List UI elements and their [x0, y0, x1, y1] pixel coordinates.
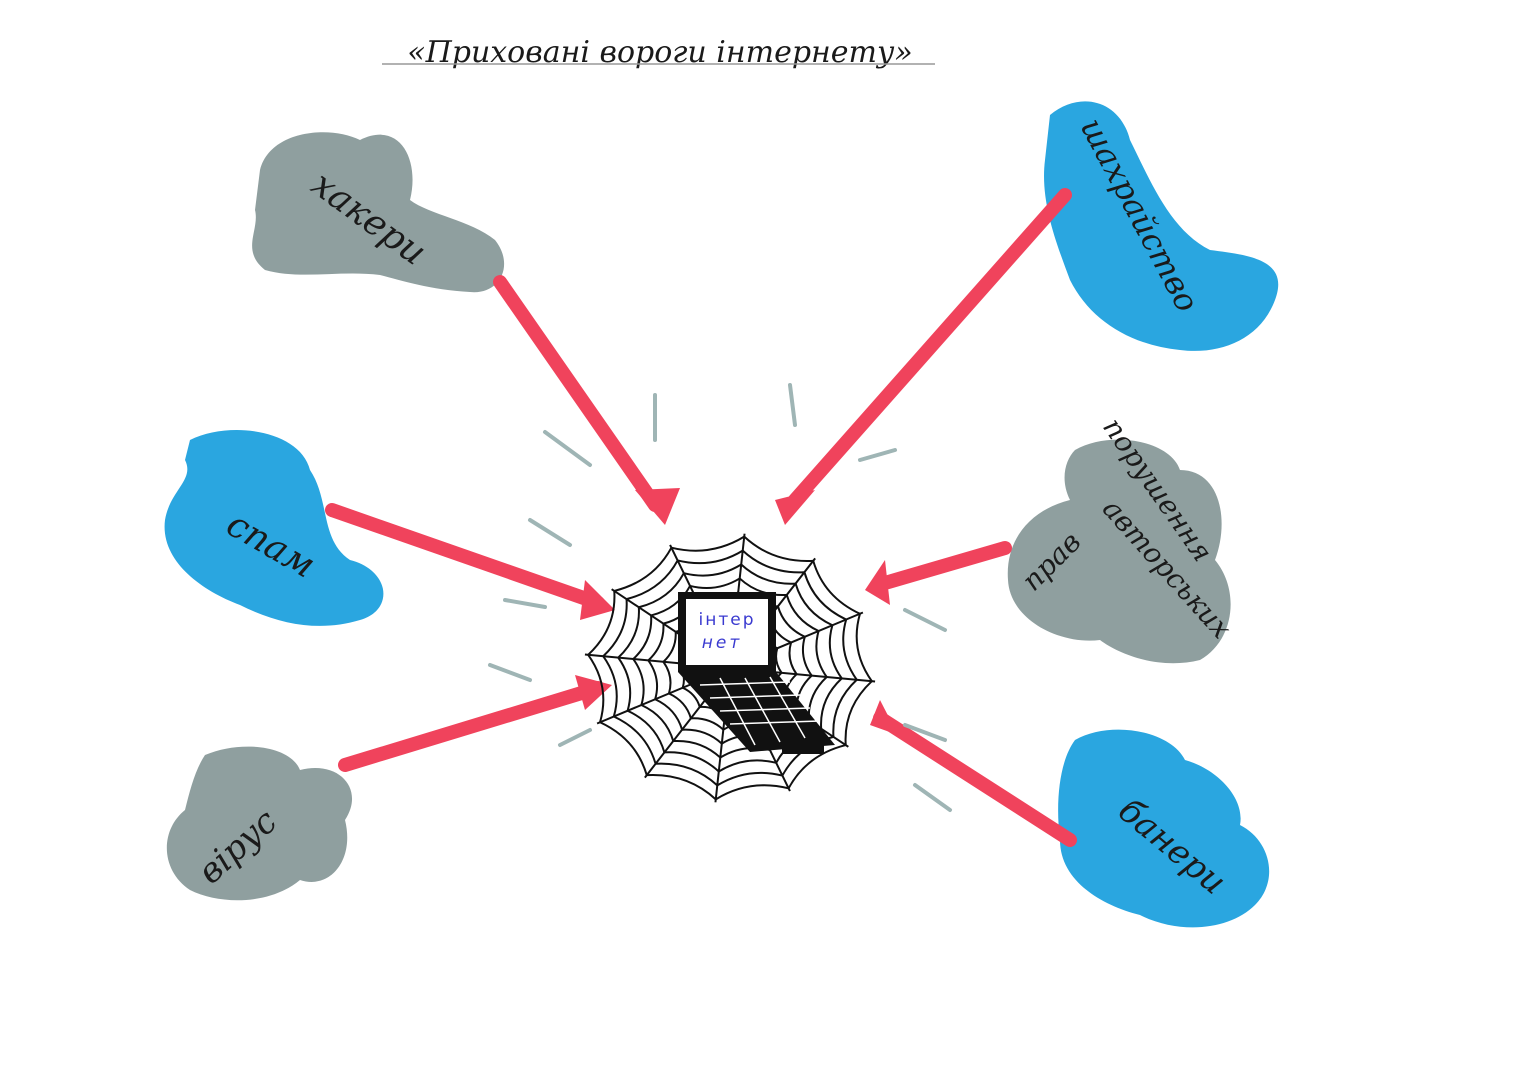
arrow-banners — [873, 711, 1077, 847]
arrowhead-spam — [580, 580, 615, 620]
web-ring — [616, 563, 843, 773]
arrow-fraud — [788, 188, 1072, 507]
blob-copyright — [1007, 439, 1231, 664]
blob-virus — [166, 746, 353, 901]
center-label-line1: інтер — [699, 610, 756, 630]
arrows — [325, 188, 1077, 847]
arrowhead-virus — [575, 675, 612, 710]
arrow-virus — [338, 681, 605, 772]
arrowhead-copyright — [865, 560, 890, 605]
arrow-copyright — [871, 541, 1012, 592]
arrowhead-banners — [870, 700, 898, 735]
center-label-line2: нет — [702, 633, 742, 653]
arrow-hackers — [493, 275, 662, 512]
blob-spam — [164, 430, 384, 626]
arrow-spam — [325, 503, 605, 610]
blob-hackers — [252, 132, 505, 293]
blob-banners — [1058, 729, 1270, 928]
web-ring — [586, 535, 873, 801]
web-ring — [601, 549, 858, 787]
arrowhead-hackers — [635, 488, 680, 525]
laptop-icon: інтер нет — [678, 592, 835, 754]
arrowhead-fraud — [775, 490, 815, 525]
spark-lines — [488, 383, 952, 812]
blob-fraud — [1044, 101, 1279, 351]
